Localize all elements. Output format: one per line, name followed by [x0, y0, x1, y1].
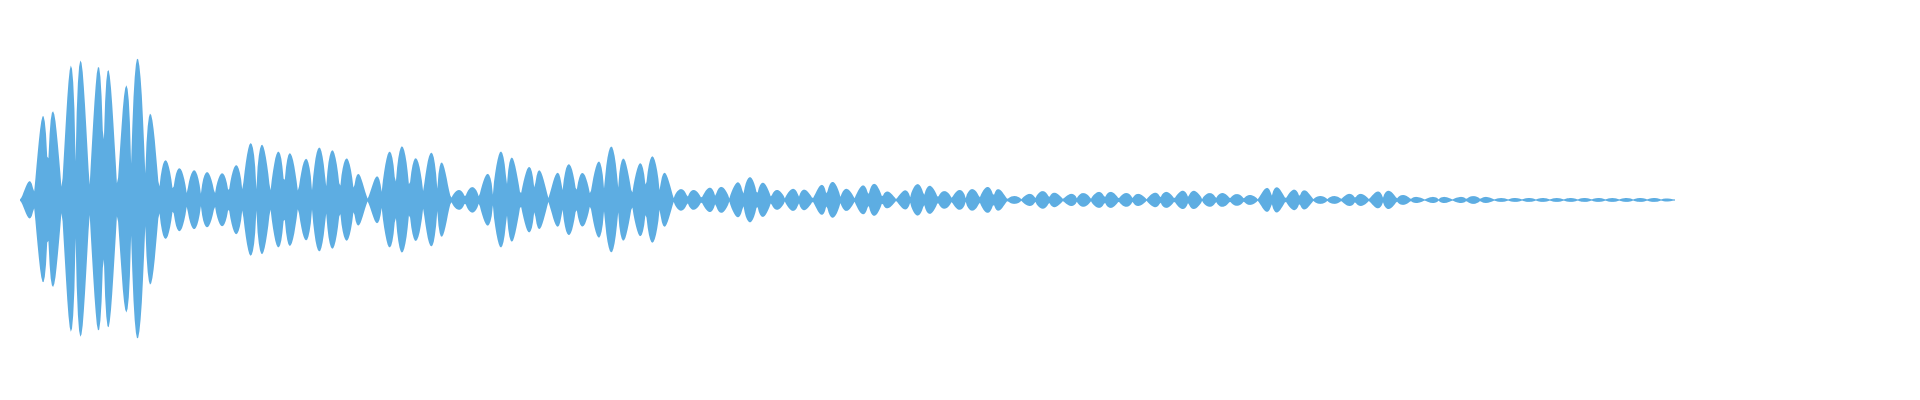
- waveform-shape: [20, 58, 1675, 339]
